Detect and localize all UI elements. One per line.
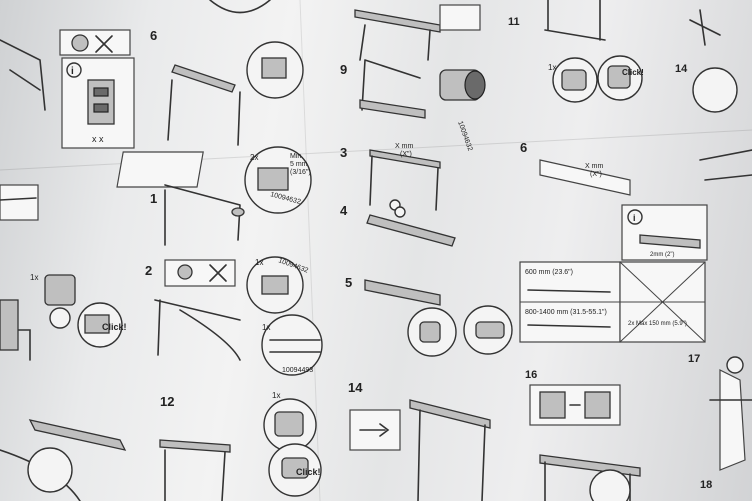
info-panel: i 2mm (2"): [621, 204, 708, 261]
svg-text:X mm: X mm: [585, 163, 603, 170]
step-12-diagram: 12 1x Click!: [159, 391, 322, 501]
svg-text:14: 14: [675, 63, 688, 75]
svg-text:i: i: [71, 66, 74, 77]
step-6-right-diagram: 6 X mm (X"): [520, 140, 752, 196]
step-9-diagram: 9 10094632: [340, 59, 486, 152]
step-5-diagram: 5: [345, 275, 513, 357]
svg-text:600 mm (23.6"): 600 mm (23.6"): [525, 269, 573, 276]
measurement-table: 600 mm (23.6") 800-1400 mm (31.5-55.1") …: [519, 261, 706, 343]
svg-text:Click!: Click!: [296, 467, 321, 477]
info-icon: [66, 62, 82, 78]
left-edge-fragments: [0, 39, 46, 361]
screw-icon: [71, 34, 89, 52]
svg-text:12: 12: [160, 394, 174, 409]
top-right-fragments: 14: [675, 9, 738, 113]
svg-text:800-1400 mm (31.5-55.1"): 800-1400 mm (31.5-55.1"): [525, 309, 607, 316]
svg-text:1x: 1x: [272, 391, 280, 400]
svg-text:1: 1: [150, 191, 157, 206]
step-17-18-fragments: 17 18: [688, 353, 752, 491]
svg-text:16: 16: [525, 369, 537, 381]
step-6-top-diagram: 6: [150, 0, 304, 146]
step-11-top-fragment: [354, 4, 481, 61]
svg-text:5 mm: 5 mm: [290, 161, 308, 168]
cross-icon: [209, 264, 227, 282]
svg-text:Min.: Min.: [290, 153, 303, 160]
svg-text:14: 14: [348, 380, 363, 395]
svg-text:18: 18: [700, 479, 712, 491]
svg-text:10094632: 10094632: [456, 120, 473, 152]
step-3-diagram: 3 X mm (X"): [340, 143, 441, 211]
svg-text:4: 4: [340, 203, 348, 218]
svg-text:9: 9: [340, 62, 347, 77]
left-click-panels: 1x Click!: [30, 273, 127, 348]
arrow-icon: [359, 423, 390, 437]
step-4-diagram: 4: [340, 199, 456, 247]
bottom-left-diagram: [0, 419, 127, 501]
step-2-diagram: 2 1x 10094632 1x 10094493: [145, 256, 323, 376]
svg-text:X mm: X mm: [395, 143, 413, 150]
svg-text:2mm (2"): 2mm (2"): [650, 252, 674, 258]
step-11-diagram: 11 1x Click!: [508, 0, 644, 103]
svg-text:5: 5: [345, 275, 352, 290]
info-icon: [627, 209, 643, 225]
svg-text:1x: 1x: [548, 63, 556, 72]
svg-text:(X"): (X"): [590, 171, 602, 178]
svg-text:(X"): (X"): [400, 151, 412, 158]
svg-text:3: 3: [340, 145, 347, 160]
step-16-diagram: 16: [525, 369, 641, 501]
svg-text:(3/16"): (3/16"): [290, 169, 311, 176]
svg-text:Click!: Click!: [102, 322, 127, 332]
svg-text:6: 6: [150, 28, 157, 43]
svg-text:2x: 2x: [250, 153, 258, 162]
svg-text:6: 6: [520, 140, 527, 155]
svg-text:10094493: 10094493: [282, 367, 313, 374]
person-head-icon: [726, 356, 744, 374]
svg-text:1x: 1x: [262, 323, 270, 332]
cross-icon: [95, 35, 113, 53]
svg-text:2x Max 150 mm (5.9"): 2x Max 150 mm (5.9"): [628, 321, 687, 327]
svg-text:11: 11: [508, 16, 520, 28]
svg-text:2: 2: [145, 263, 152, 278]
step-1-diagram: 1 2x Min. 5 mm (3/16") 10094632: [116, 146, 312, 246]
svg-text:17: 17: [688, 353, 700, 365]
svg-text:i: i: [633, 213, 636, 223]
svg-text:1x: 1x: [255, 258, 263, 267]
svg-text:Click!: Click!: [622, 68, 644, 77]
svg-text:x x: x x: [92, 134, 104, 144]
svg-text:1x: 1x: [30, 273, 38, 282]
screw-warning-panel: i x x: [59, 29, 135, 149]
screw-icon: [177, 264, 193, 280]
step-14-center-diagram: 14 1x: [348, 380, 491, 501]
